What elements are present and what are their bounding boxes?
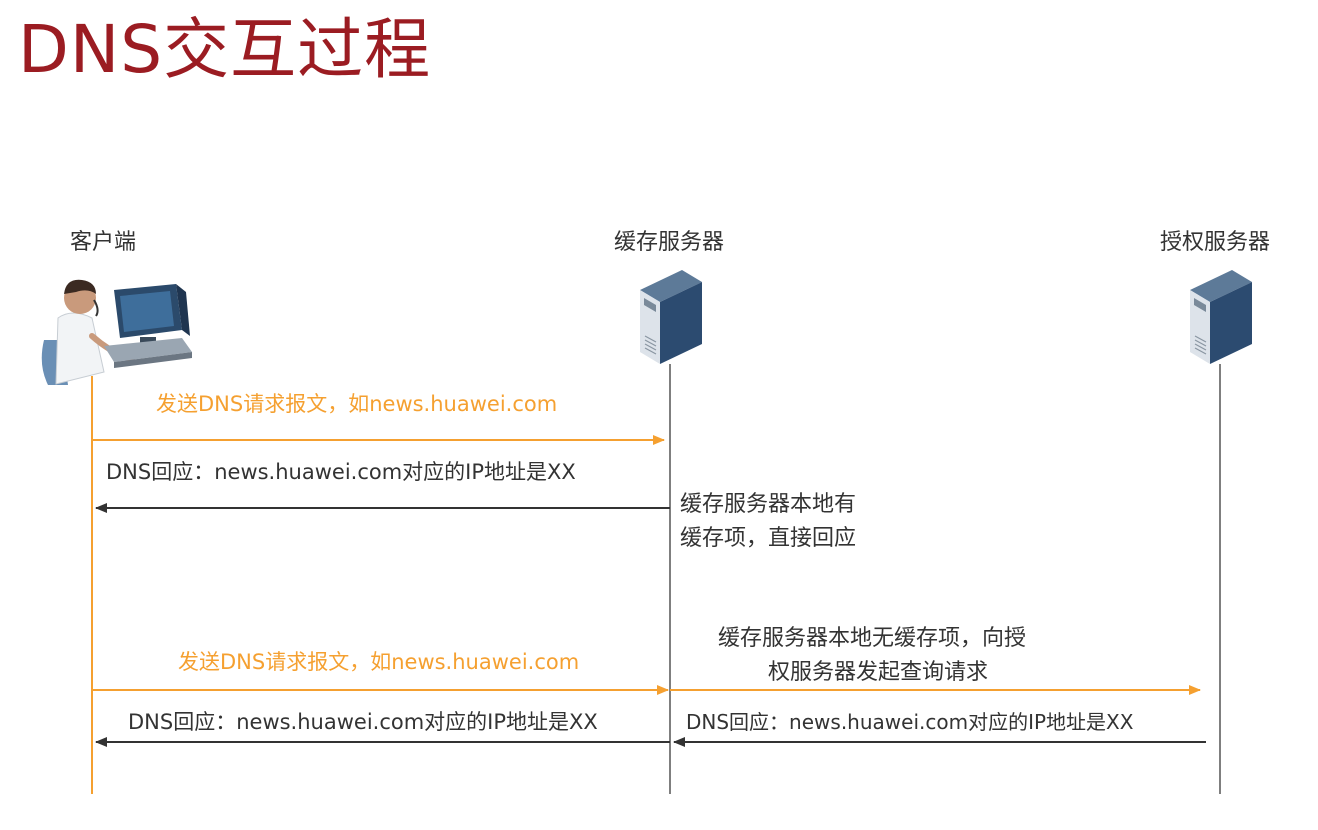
- response-2-client-label: DNS回应：news.huawei.com对应的IP地址是XX: [128, 710, 598, 734]
- request-1-label: 发送DNS请求报文，如news.huawei.com: [156, 392, 558, 416]
- response-1-label: DNS回应：news.huawei.com对应的IP地址是XX: [106, 460, 576, 484]
- cache-miss-note: 缓存服务器本地无缓存项，向授 权服务器发起查询请求: [718, 622, 1026, 690]
- cache-hit-note: 缓存服务器本地有 缓存项，直接回应: [680, 488, 856, 556]
- request-2-label: 发送DNS请求报文，如news.huawei.com: [178, 650, 580, 674]
- cache-miss-note-line1: 缓存服务器本地无缓存项，向授: [718, 626, 1027, 651]
- response-2-auth-label: DNS回应：news.huawei.com对应的IP地址是XX: [686, 710, 1134, 734]
- auth-server-label: 授权服务器: [1160, 230, 1271, 255]
- client-label: 客户端: [70, 230, 137, 255]
- cache-hit-note-line1: 缓存服务器本地有: [680, 492, 857, 517]
- cache-hit-note-line2: 缓存项，直接回应: [680, 526, 857, 551]
- cache-miss-note-line2: 权服务器发起查询请求: [768, 660, 989, 685]
- server-tower-icon: [1190, 270, 1252, 364]
- page-title: DNS交互过程: [18, 11, 432, 88]
- server-tower-icon: [640, 270, 702, 364]
- cache-server-label: 缓存服务器: [614, 230, 725, 255]
- user-at-computer-icon: [41, 279, 192, 385]
